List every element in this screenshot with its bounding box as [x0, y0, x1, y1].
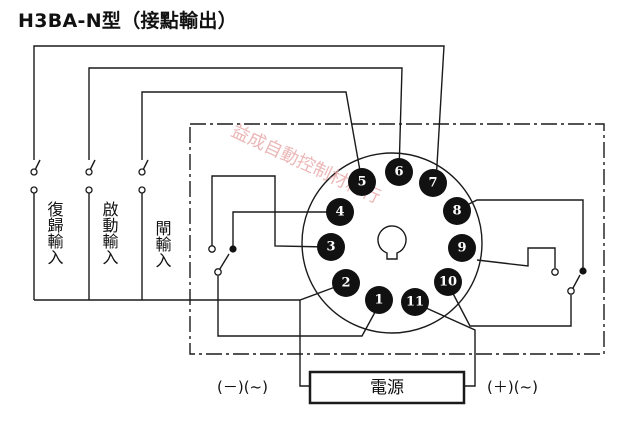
- pin-1: [365, 286, 393, 314]
- pin-2: [332, 269, 360, 297]
- reset-input-label: 復歸輸入: [45, 201, 64, 265]
- internal-contact-left: [208, 175, 381, 337]
- pin-11-label: 11: [406, 295, 424, 310]
- pin-2-label: 2: [341, 276, 350, 291]
- timer-enclosure: [189, 123, 605, 355]
- socket-outline: [301, 152, 483, 334]
- socket-key: [377, 225, 407, 260]
- wire-power-minus: [299, 300, 310, 387]
- power-minus-label: (－)(~): [217, 378, 268, 396]
- pin-7: [419, 169, 447, 197]
- diagram-title: H3BA-N型（接點輸出）: [18, 10, 237, 32]
- switch-reset: [30, 159, 41, 300]
- pin-4-label: 4: [335, 205, 344, 220]
- start-input-label: 啟動輸入: [100, 201, 119, 265]
- wire-start-pin6: [88, 67, 403, 173]
- socket-pins: 1 2 3 45 6 78 9 10 11: [317, 158, 476, 316]
- pin-9: [448, 234, 476, 262]
- pin-8-label: 8: [452, 204, 461, 219]
- power-label: 電源: [370, 378, 404, 398]
- switch-gate: [138, 159, 149, 300]
- gate-input-label: 閘輸入: [153, 220, 172, 268]
- pin-8: [443, 197, 471, 225]
- switch-start: [85, 159, 96, 300]
- pin-6-label: 6: [394, 165, 403, 180]
- pin-5: [348, 168, 376, 196]
- pin-10: [434, 268, 462, 296]
- internal-contact-right: [447, 199, 587, 327]
- pin-1-label: 1: [374, 293, 383, 308]
- power-supply-box: [308, 370, 466, 405]
- wire-power-plus: [414, 302, 476, 387]
- pin-6: [385, 158, 413, 186]
- pin-7-label: 7: [428, 176, 437, 191]
- wire-gate-pin5: [141, 91, 363, 183]
- pin-5-label: 5: [357, 175, 366, 190]
- pin-10-label: 10: [439, 275, 457, 290]
- pin-9-label: 9: [457, 241, 466, 256]
- pin-11: [401, 288, 429, 316]
- wire-reset-pin7: [33, 45, 445, 183]
- pin-3: [317, 233, 345, 261]
- power-plus-label: (＋)(~): [487, 378, 538, 396]
- pin-4: [326, 198, 354, 226]
- pin-3-label: 3: [326, 240, 335, 255]
